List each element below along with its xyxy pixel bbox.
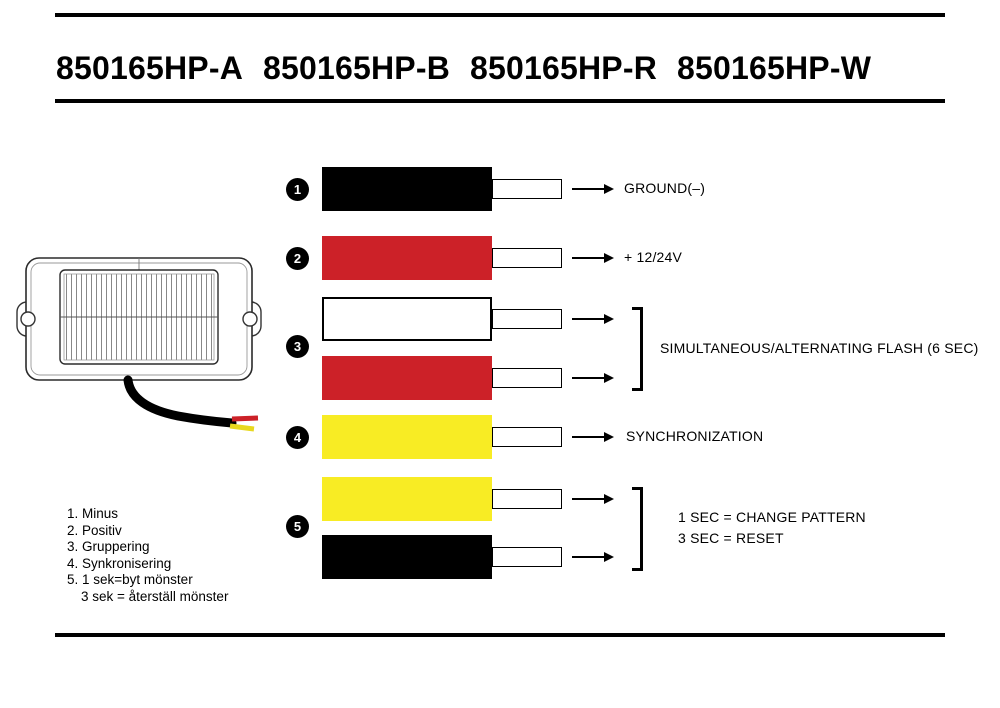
- wire-number-badge-1: 1: [286, 178, 309, 201]
- model-number-r: 850165HP-R: [470, 50, 657, 86]
- legend: 1. Minus 2. Positiv 3. Gruppering 4. Syn…: [67, 506, 228, 605]
- bracket-group-5: [632, 487, 643, 571]
- label-ground: GROUND(–): [624, 180, 706, 196]
- arrow-icon: [572, 314, 614, 324]
- wire-number-badge-4: 4: [286, 426, 309, 449]
- wire-number-badge-2: 2: [286, 247, 309, 270]
- wire-block-black-pattern: [322, 535, 492, 579]
- label-flash-group: SIMULTANEOUS/ALTERNATING FLASH (6 SEC): [660, 340, 979, 356]
- model-number-b: 850165HP-B: [263, 50, 450, 86]
- label-change-pattern: 1 SEC = CHANGE PATTERN: [678, 509, 866, 525]
- top-rule: [55, 13, 945, 17]
- wire-number-5: 5: [293, 519, 302, 534]
- wire-block-ground: [322, 167, 492, 211]
- label-reset: 3 SEC = RESET: [678, 530, 784, 546]
- legend-item-aterstall-monster: 3 sek = återställ mönster: [81, 588, 229, 604]
- red-wire-tip: [231, 415, 259, 422]
- label-sync: SYNCHRONIZATION: [626, 428, 764, 444]
- legend-item-minus: 1. Minus: [67, 506, 119, 521]
- arrow-icon: [572, 184, 614, 194]
- bracket-group-3: [632, 307, 643, 391]
- wire-connector-red-group: [492, 368, 562, 388]
- arrow-icon: [572, 552, 614, 562]
- wire-number-badge-5: 5: [286, 515, 309, 538]
- mounting-hole-right: [242, 311, 258, 327]
- bottom-rule: [55, 633, 945, 637]
- wire-number-2: 2: [293, 251, 302, 266]
- model-number-w: 850165HP-W: [677, 50, 872, 86]
- title-underline-rule: [55, 99, 945, 103]
- light-fixture-illustration: [16, 257, 262, 432]
- legend-item-gruppering: 3. Gruppering: [67, 539, 150, 554]
- legend-item-synkronisering: 4. Synkronisering: [67, 555, 172, 571]
- wire-connector-sync: [492, 427, 562, 447]
- wire-number-3: 3: [293, 339, 302, 354]
- label-pattern-group: 1 SEC = CHANGE PATTERN 3 SEC = RESET: [678, 507, 866, 549]
- wire-block-sync: [322, 415, 492, 459]
- wire-connector-yellow-pattern: [492, 489, 562, 509]
- model-number-a: 850165HP-A: [56, 50, 243, 86]
- wire-block-yellow-pattern: [322, 477, 492, 521]
- wire-number-1: 1: [293, 182, 302, 197]
- arrow-icon: [572, 494, 614, 504]
- wire-block-red-group: [322, 356, 492, 400]
- legend-item-positiv: 2. Positiv: [67, 522, 122, 538]
- cable: [123, 375, 237, 428]
- wire-connector-positive: [492, 248, 562, 268]
- yellow-wire-tip: [229, 423, 255, 432]
- wire-number-badge-3: 3: [286, 335, 309, 358]
- mounting-hole-left: [20, 311, 36, 327]
- wire-connector-ground: [492, 179, 562, 199]
- wire-block-white: [322, 297, 492, 341]
- wire-connector-white: [492, 309, 562, 329]
- wire-number-4: 4: [293, 430, 302, 445]
- wire-block-positive: [322, 236, 492, 280]
- page-title: 850165HP-A 850165HP-B 850165HP-R 850165HP-W: [56, 50, 891, 87]
- legend-item-byt-monster: 5. 1 sek=byt mönster: [67, 572, 193, 587]
- label-positive: + 12/24V: [624, 249, 683, 265]
- wire-connector-black-pattern: [492, 547, 562, 567]
- arrow-icon: [572, 253, 614, 263]
- arrow-icon: [572, 432, 614, 442]
- arrow-icon: [572, 373, 614, 383]
